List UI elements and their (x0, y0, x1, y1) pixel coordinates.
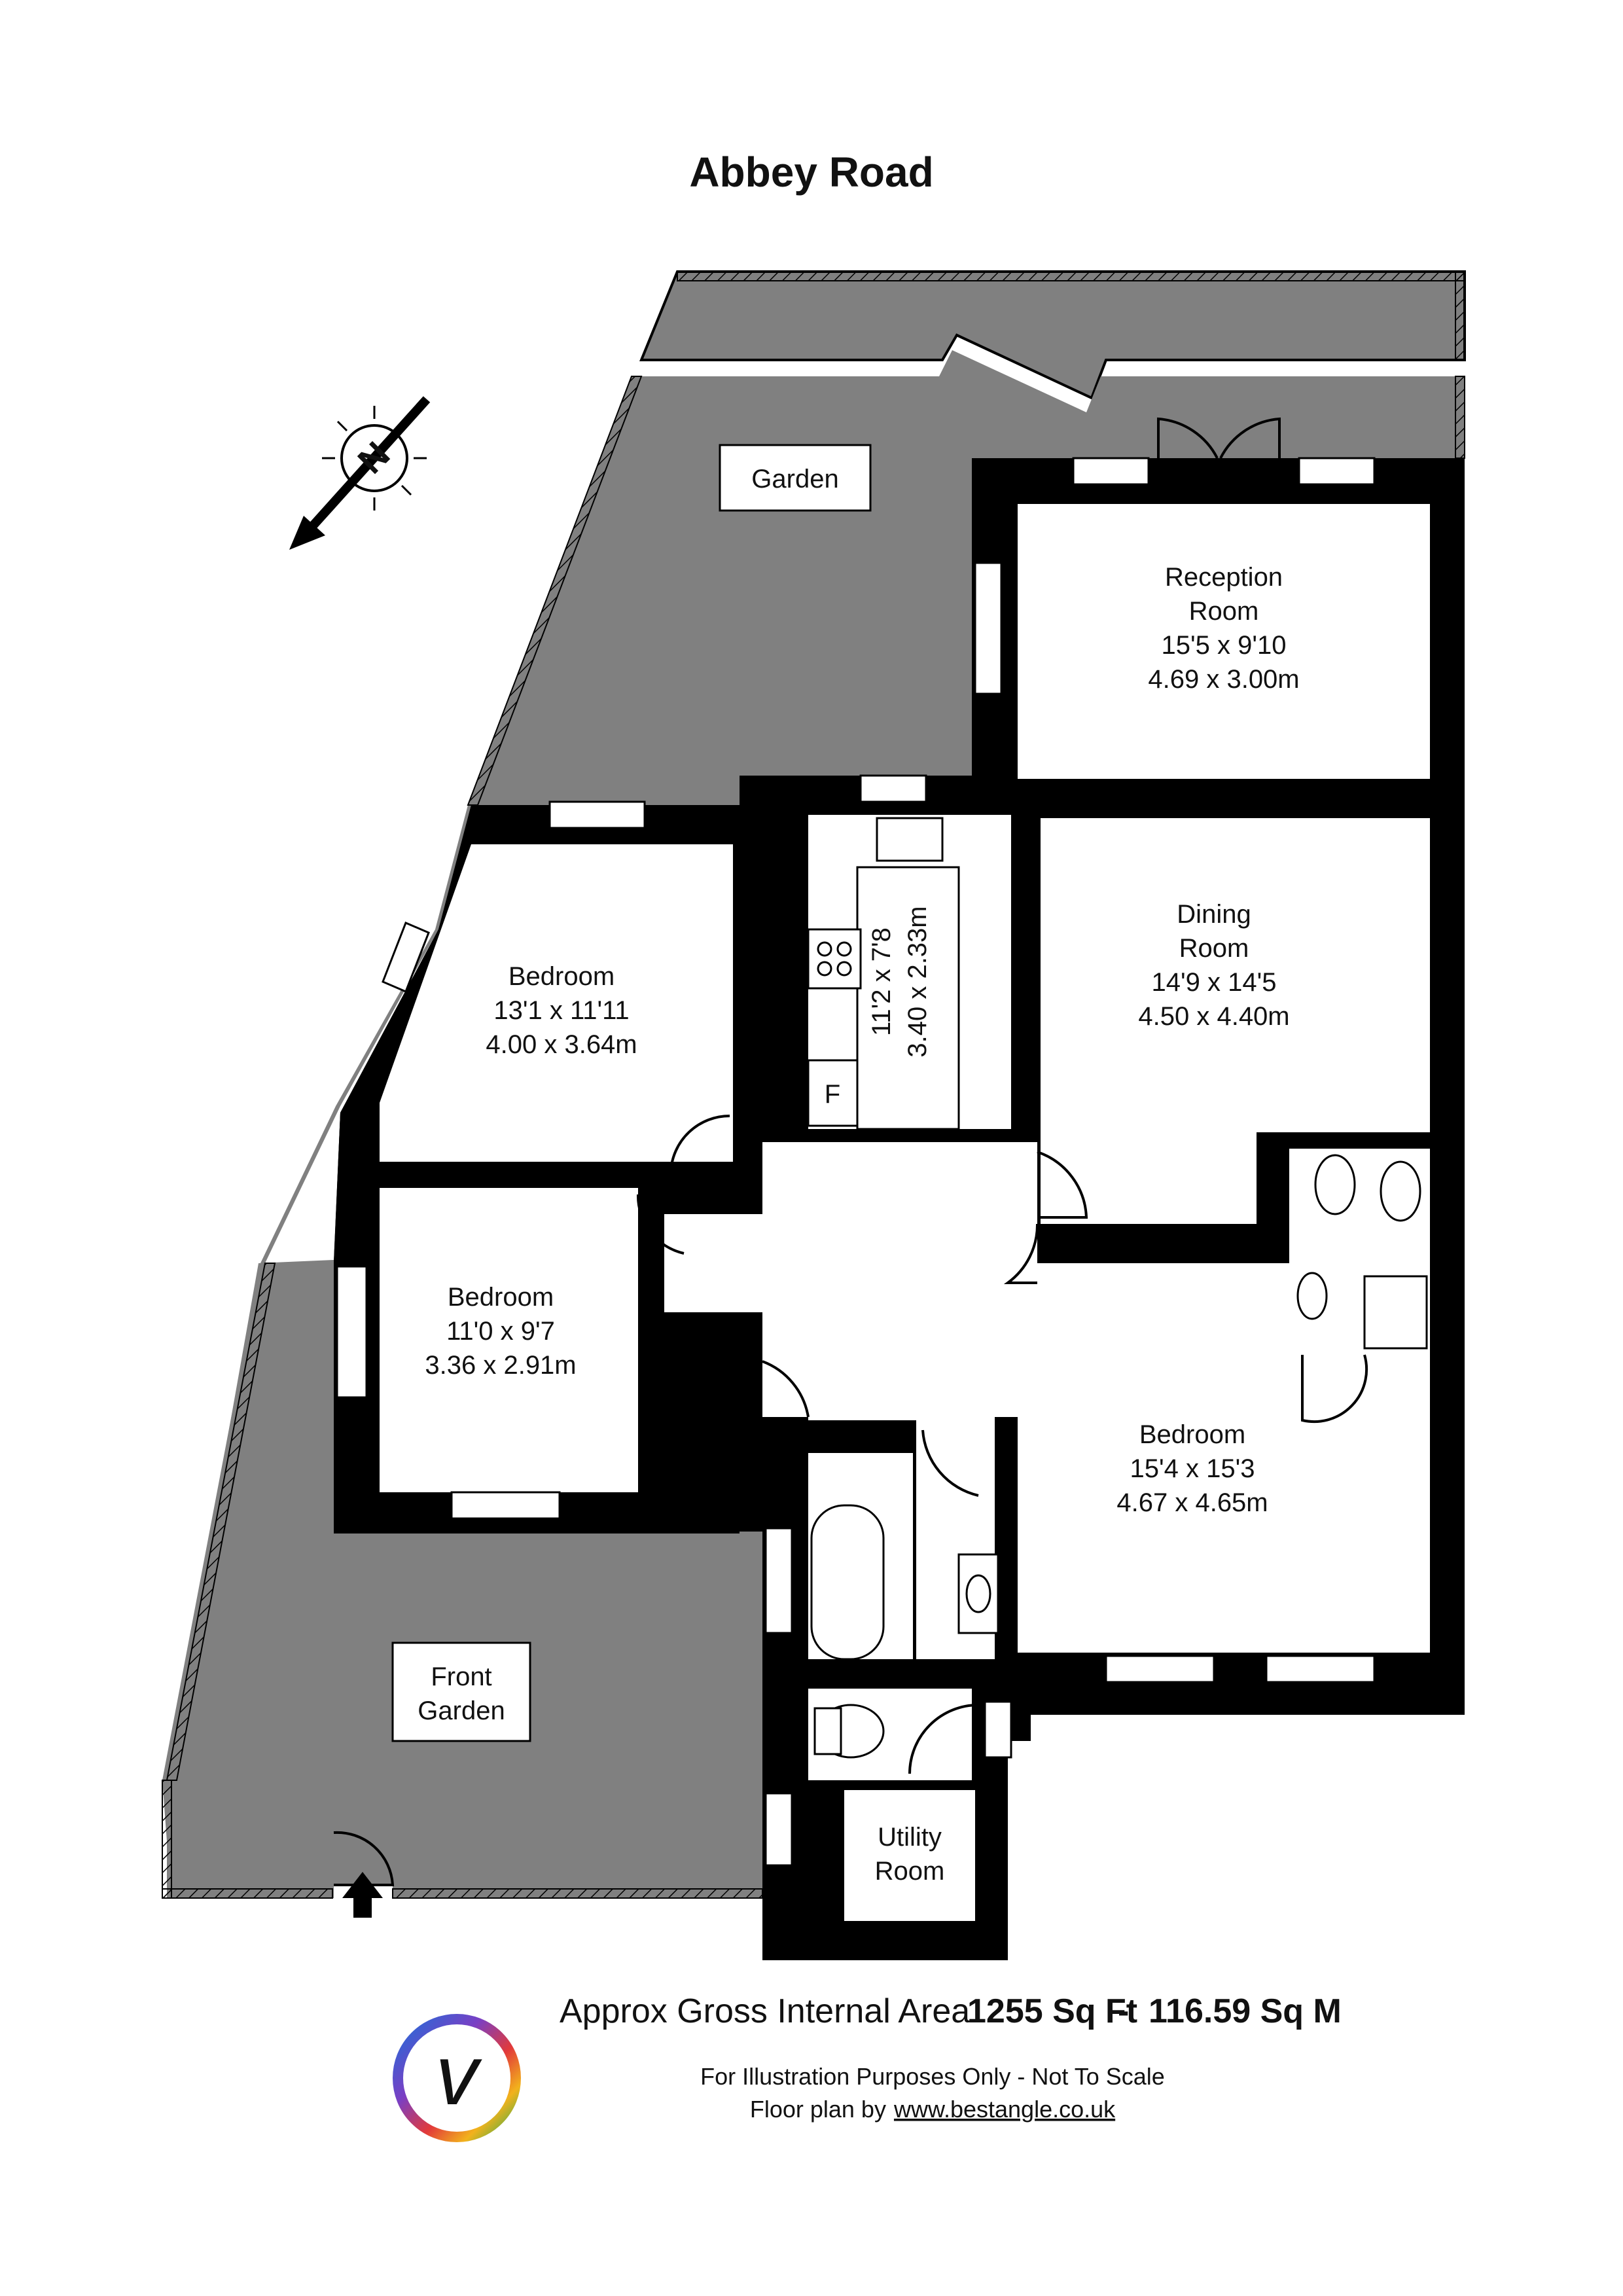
bedroom3-imperial: 15'4 x 15'3 (1130, 1454, 1255, 1483)
dining-name-2: Room (1179, 934, 1249, 963)
dining-metric: 4.50 x 4.40m (1138, 1002, 1289, 1031)
compass-rose: N (289, 396, 431, 550)
fixtures (807, 817, 1428, 1759)
doors (333, 417, 1368, 1886)
bedroom2-name: Bedroom (448, 1283, 554, 1312)
bedroom1-interior (380, 844, 733, 1162)
ensuite-wc2 (1380, 1160, 1421, 1222)
north-arrow (305, 396, 431, 533)
fridge (807, 1059, 859, 1127)
kitchen-sink (876, 817, 944, 862)
bedroom1-imperial: 13'1 x 11'11 (493, 996, 629, 1025)
dining-name-1: Dining (1177, 900, 1251, 929)
logo-letter: v (436, 2027, 483, 2123)
reception-metric: 4.69 x 3.00m (1148, 665, 1299, 694)
utility-name-2: Room (875, 1857, 945, 1886)
credit-prefix: Floor plan by (750, 2096, 886, 2123)
kitchen-counter (856, 866, 960, 1130)
ensuite-basin (1296, 1272, 1328, 1320)
fridge-label: F (825, 1080, 840, 1109)
utility-interior (844, 1790, 975, 1921)
area-sqm: 116.59 Sq M (1149, 1992, 1342, 2030)
front-garden-label-2: Garden (418, 1696, 505, 1725)
area-label: Approx Gross Internal Area (560, 1992, 970, 2030)
dining-interior (1041, 818, 1430, 1132)
side-entrance-arrow (713, 1365, 756, 1401)
utility-name-1: Utility (878, 1823, 942, 1852)
disclaimer: For Illustration Purposes Only - Not To … (700, 2063, 1165, 2090)
front-garden-label-1: Front (431, 1662, 491, 1691)
footer: v Approx Gross Internal Area 1255 Sq Ft … (393, 1992, 1342, 2142)
cupboard1 (762, 1217, 828, 1329)
logo-ring (393, 2014, 521, 2142)
reception-name-2: Room (1189, 597, 1259, 626)
bath (810, 1504, 885, 1660)
bedroom2-interior (380, 1188, 638, 1492)
bedroom1-name: Bedroom (508, 962, 615, 991)
windows (336, 457, 1376, 1867)
front-garden (167, 1263, 762, 1898)
bedroom2-imperial: 11'0 x 9'7 (446, 1317, 555, 1346)
reception-imperial: 15'5 x 9'10 (1162, 631, 1287, 660)
dining-lower (1041, 1132, 1257, 1224)
kitchen-metric: 3.40 x 2.33m (903, 906, 932, 1057)
rear-garden (162, 350, 1465, 1885)
area-separator: - (1118, 1992, 1129, 2030)
ensuite-wc1 (1314, 1154, 1356, 1215)
garden-label: Garden (751, 465, 838, 493)
front-entrance-arrow (342, 1872, 383, 1918)
bedroom2-metric: 3.36 x 2.91m (425, 1351, 576, 1380)
reception-name-1: Reception (1165, 563, 1283, 592)
credit-line: Floor plan by www.bestangle.co.uk (750, 2096, 1116, 2123)
dining-imperial: 14'9 x 14'5 (1152, 968, 1277, 997)
room-labels: Reception Room 15'5 x 9'10 4.69 x 3.00m … (425, 563, 1299, 1886)
cupboard2 (808, 1342, 916, 1420)
bedroom3-name: Bedroom (1139, 1420, 1245, 1449)
bedroom1-metric: 4.00 x 3.64m (486, 1030, 637, 1059)
hob (807, 928, 862, 990)
hall-lower (664, 1214, 762, 1312)
area-sqft: 1255 Sq Ft (967, 1992, 1137, 2030)
kitchen-imperial: 11'2 x 7'8 (867, 927, 896, 1036)
plan-title: Abbey Road (689, 149, 933, 196)
reception-interior (1018, 504, 1430, 779)
credit-link[interactable]: www.bestangle.co.uk (893, 2096, 1116, 2123)
ensuite-shower (1363, 1275, 1428, 1350)
bedroom3-metric: 4.67 x 4.65m (1116, 1488, 1268, 1517)
